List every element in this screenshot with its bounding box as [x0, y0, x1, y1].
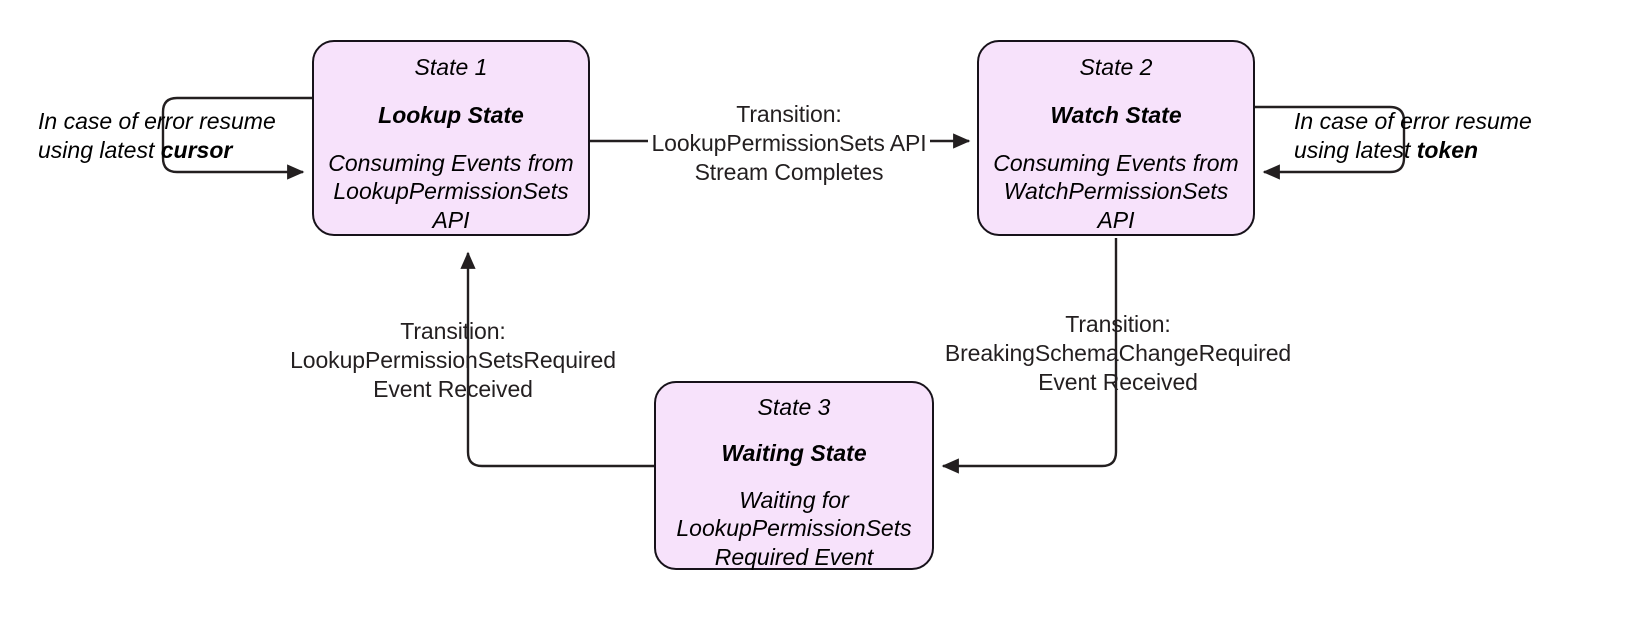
self-loop-line-1: In case of error resume: [38, 108, 276, 134]
transition-label-lookup-to-watch: Transition: LookupPermissionSets API Str…: [651, 101, 927, 185]
self-loop-emphasis-token: token: [1416, 137, 1479, 164]
transition-label-watch-to-waiting: Transition: BreakingSchemaChangeRequired…: [944, 311, 1292, 395]
state-title-label: Waiting State: [721, 440, 867, 467]
self-loop-line-2-prefix: using latest: [38, 137, 161, 164]
state-description-label: Waiting for LookupPermissionSets Require…: [676, 486, 912, 570]
state-node-waiting[interactable]: State 3 Waiting State Waiting for Lookup…: [654, 381, 934, 570]
self-loop-line-2-prefix: using latest: [1294, 137, 1417, 164]
state-index-label: State 3: [757, 394, 831, 420]
state-title-label: Watch State: [1050, 102, 1182, 129]
state-description-label: Consuming Events from LookupPermissionSe…: [328, 149, 574, 233]
self-loop-emphasis-cursor: cursor: [160, 137, 233, 164]
self-loop-label-lookup-error: In case of error resume using latest cur…: [38, 107, 276, 165]
state-index-label: State 1: [414, 54, 488, 80]
state-node-watch[interactable]: State 2 Watch State Consuming Events fro…: [977, 40, 1255, 236]
transition-label-waiting-to-lookup: Transition: LookupPermissionSetsRequired…: [290, 318, 616, 402]
state-index-label: State 2: [1079, 54, 1153, 80]
state-node-lookup[interactable]: State 1 Lookup State Consuming Events fr…: [312, 40, 590, 236]
self-loop-label-watch-error: In case of error resume using latest tok…: [1294, 107, 1532, 165]
state-title-label: Lookup State: [378, 102, 524, 129]
self-loop-line-2: using latest token: [1294, 136, 1532, 165]
self-loop-line-2: using latest cursor: [38, 136, 276, 165]
self-loop-line-1: In case of error resume: [1294, 108, 1532, 134]
state-description-label: Consuming Events from WatchPermissionSet…: [993, 149, 1239, 233]
